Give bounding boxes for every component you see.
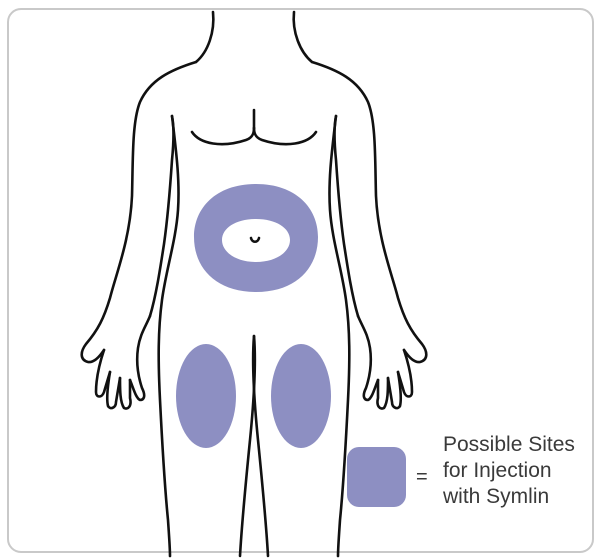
- legend-line-2: for Injection: [443, 458, 575, 484]
- left-thigh-site: [176, 344, 236, 448]
- legend-line-1: Possible Sites: [443, 432, 575, 458]
- legend-swatch-icon: [347, 447, 406, 507]
- abdomen-site: [194, 184, 318, 292]
- legend-line-3: with Symlin: [443, 484, 575, 510]
- legend-label: Possible Sites for Injection with Symlin: [443, 432, 575, 510]
- legend-equals: =: [416, 466, 428, 489]
- right-thigh-site: [271, 344, 331, 448]
